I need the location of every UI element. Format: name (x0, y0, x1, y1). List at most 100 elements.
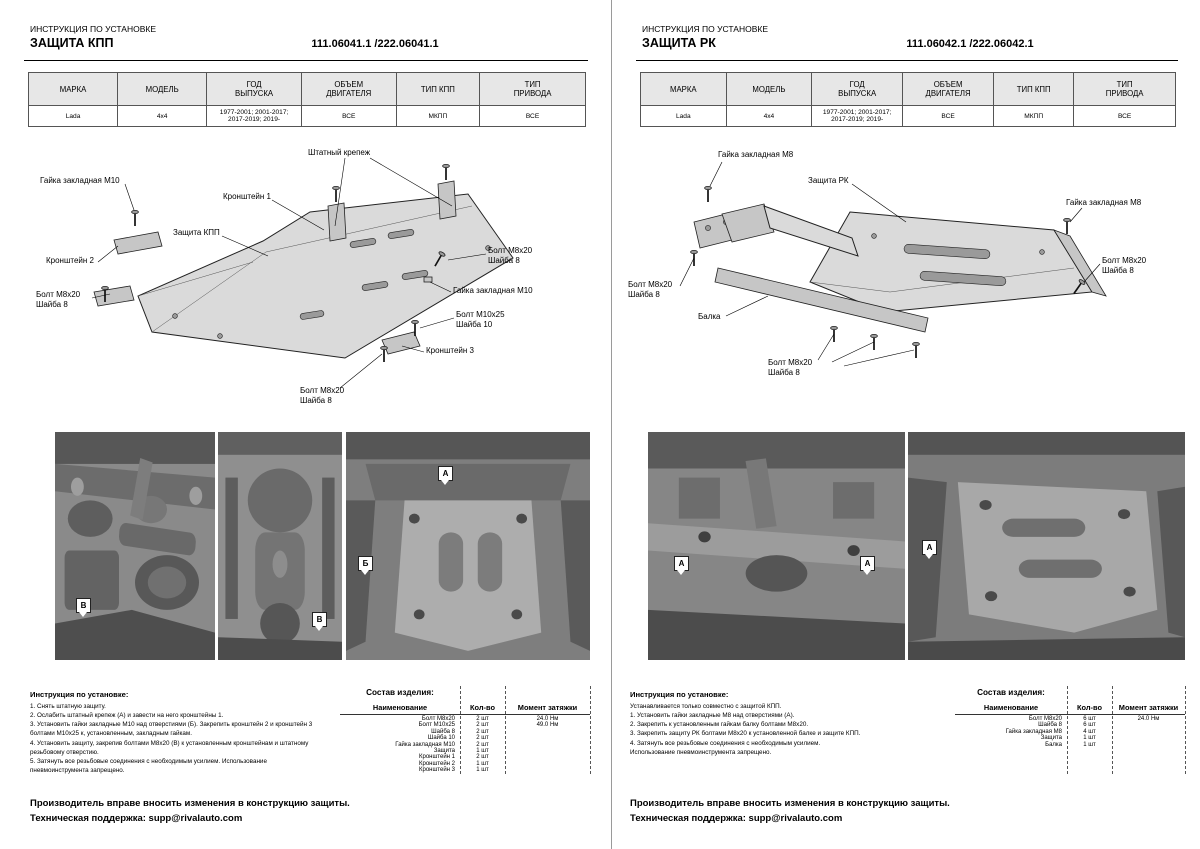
undercarriage-photo-art (346, 432, 590, 660)
instruction-step: Устанавливается только совместно с защит… (630, 703, 782, 710)
diagram-label-nut-m8-right: Гайка закладная М8 (1066, 198, 1142, 207)
spec-value-marka: Lada (29, 106, 119, 127)
parts-header-name: Наименование (372, 703, 428, 712)
part-name: Болт М8х20 (1028, 716, 1062, 722)
diagram-label-nut-m10-left: Гайка закладная М10 (40, 176, 120, 185)
spec-value-gearbox: МКПП (994, 106, 1075, 127)
spec-header-gearbox: ТИП КПП (994, 73, 1075, 106)
photo-marker-v1: В (76, 598, 91, 617)
part-torque: 49.0 Нм (536, 722, 559, 729)
spec-table: МАРКА МОДЕЛЬ ГОД ВЫПУСКА ОБЪЕМ ДВИГАТЕЛЯ… (640, 72, 1176, 127)
part-name: Кронштейн 3 (419, 767, 455, 774)
part-qty: 2 шт (476, 716, 489, 722)
part-qty: 1 шт (476, 760, 489, 767)
part-name: Шайба 8 (1038, 722, 1062, 729)
part-name: Кронштейн 2 (419, 760, 455, 767)
spec-header-drive: ТИП ПРИВОДА (1074, 73, 1176, 106)
part-name: Болт М8х20 (421, 716, 455, 722)
spec-value-drive: ВСЕ (480, 106, 586, 127)
page-kpp: ИНСТРУКЦИЯ ПО УСТАНОВКЕ ЗАЩИТА КПП 111.0… (10, 0, 602, 849)
instructions-steps: 1. Снять штатную защиту. 2. Ослабить шта… (30, 702, 325, 775)
part-qty: 2 шт (476, 735, 489, 742)
doc-type-label: ИНСТРУКЦИЯ ПО УСТАНОВКЕ (642, 24, 768, 34)
instructions-title: Инструкция по установке: (630, 690, 729, 699)
parts-header-rule (955, 714, 1185, 715)
spec-table: МАРКА МОДЕЛЬ ГОД ВЫПУСКА ОБЪЕМ ДВИГАТЕЛЯ… (28, 72, 586, 127)
spec-value-year: 1977-2001; 2001-2017; 2017-2019; 2019- (207, 106, 302, 127)
spec-header-drive: ТИП ПРИВОДА (480, 73, 586, 106)
part-qty: 2 шт (476, 728, 489, 735)
part-name: Болт М10х25 (418, 722, 455, 729)
parts-divider (460, 686, 461, 774)
part-name: Защита (1040, 735, 1062, 742)
part-name: Защита (433, 747, 455, 754)
spec-value-gearbox: МКПП (396, 106, 481, 127)
part-name: Шайба 10 (427, 735, 455, 742)
instruction-step: 3. Закрепить защиту РК болтами М8х20 к у… (630, 730, 861, 738)
part-name: Гайка закладная М10 (395, 741, 455, 748)
photo-undercarriage-1 (55, 432, 215, 660)
page-title: ЗАЩИТА РК (642, 36, 716, 50)
diagram-label-bolt-m10: Болт М10х25 Шайба 10 (456, 310, 505, 329)
support-email: supp@rivalauto.com (748, 813, 843, 824)
spec-header-marka: МАРКА (641, 73, 727, 106)
spec-value-engine: ВСЕ (903, 106, 995, 127)
part-torque (505, 767, 590, 773)
instruction-step: 1. Установить гайки закладные М8 над отв… (630, 712, 795, 720)
undercarriage-photo-art (218, 432, 342, 660)
photo-marker-a3: А (922, 540, 937, 559)
diagram-label-nut-m10-right: Гайка закладная М10 (453, 286, 533, 295)
photo-marker-a2: А (860, 556, 875, 575)
part-qty: 6 шт (1083, 722, 1096, 729)
part-torque: 24.0 Нм (536, 716, 559, 722)
page-rk: ИНСТРУКЦИЯ ПО УСТАНОВКЕ ЗАЩИТА РК 111.06… (622, 0, 1192, 849)
diagram-label-bracket1: Кронштейн 1 (223, 192, 271, 201)
part-qty: 4 шт (1083, 728, 1096, 735)
undercarriage-photo-art (648, 432, 905, 660)
spec-value-marka: Lada (641, 106, 727, 127)
part-name: Кронштейн 1 (419, 754, 455, 761)
photo-rk-installed (908, 432, 1185, 660)
parts-title: Состав изделия: (977, 688, 1045, 697)
instruction-step: 4. Затянуть все резьбовые соединения с н… (630, 739, 821, 747)
part-number: 111.06041.1 /222.06041.1 (311, 38, 439, 50)
spec-header-model: МОДЕЛЬ (726, 73, 813, 106)
doc-type-label: ИНСТРУКЦИЯ ПО УСТАНОВКЕ (30, 24, 156, 34)
spec-header-engine: ОБЪЕМ ДВИГАТЕЛЯ (903, 73, 995, 106)
spec-value-drive: ВСЕ (1074, 106, 1176, 127)
spec-header-year: ГОД ВЫПУСКА (812, 73, 904, 106)
undercarriage-photo-art (55, 432, 215, 660)
instructions-title: Инструкция по установке: (30, 690, 129, 699)
part-qty: 1 шт (1083, 735, 1096, 742)
instruction-step: 2. Ослабить штатный крепеж (А) и завести… (30, 712, 224, 720)
undercarriage-photo-art (908, 432, 1185, 660)
diagram-label-bolt-m8-bottom: Болт М8х20 Шайба 8 (768, 358, 813, 377)
instruction-step: 4. Установить защиту, закрепив болтами М… (30, 739, 309, 756)
part-qty: 1 шт (476, 747, 489, 754)
technical-diagram-rk (679, 161, 1107, 367)
spec-header-year: ГОД ВЫПУСКА (207, 73, 302, 106)
parts-header-rule (340, 714, 590, 715)
part-qty: 6 шт (1083, 716, 1096, 722)
spec-value-model: 4x4 (118, 106, 208, 127)
diagram-label-bolt-m8-left: Болт М8х20 Шайба 8 (36, 290, 81, 309)
spec-value-year: 1977-2001; 2001-2017; 2017-2019; 2019- (812, 106, 904, 127)
diagram-label-bolt-m8-left: Болт М8х20 Шайба 8 (628, 280, 673, 299)
header-rule (24, 60, 588, 61)
instruction-step: 1. Снять штатную защиту. (30, 703, 106, 710)
photo-marker-a: А (438, 466, 453, 485)
parts-divider (1112, 686, 1113, 774)
part-qty: 2 шт (476, 754, 489, 761)
parts-title: Состав изделия: (366, 688, 434, 697)
diagram-label-protection-kpp: Защита КПП (173, 228, 220, 237)
part-torque: 24.0 Нм (1137, 716, 1160, 722)
parts-header-torque: Момент затяжки (1118, 703, 1179, 712)
photo-marker-a1: А (674, 556, 689, 575)
spec-header-model: МОДЕЛЬ (118, 73, 208, 106)
diagram-label-nut-m8-left: Гайка закладная М8 (718, 150, 794, 159)
parts-divider (1067, 686, 1068, 774)
spec-header-marka: МАРКА (29, 73, 119, 106)
diagram-label-bolt-m8-right: Болт М8х20 Шайба 8 (1102, 256, 1147, 275)
footer-support: Техническая поддержка: supp@rivalauto.co… (30, 813, 242, 824)
